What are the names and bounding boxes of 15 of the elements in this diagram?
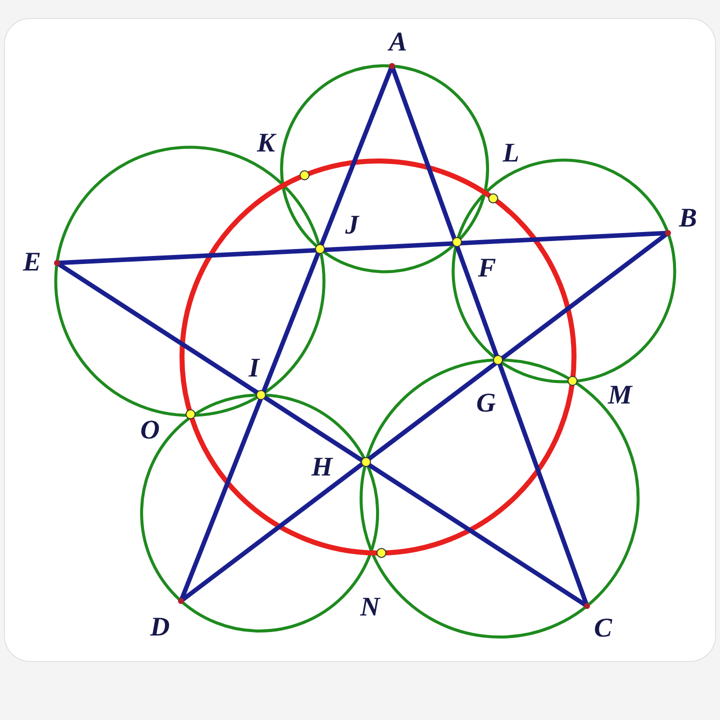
- point-label: F: [478, 254, 496, 282]
- point-label: H: [312, 454, 332, 480]
- point-label: M: [608, 382, 632, 408]
- point-label: I: [248, 354, 260, 382]
- point-label: G: [476, 390, 496, 416]
- point-label: N: [360, 594, 380, 620]
- point-label: B: [679, 204, 697, 232]
- point-label: K: [257, 130, 275, 156]
- point-label: L: [502, 140, 520, 166]
- point-label: J: [345, 212, 359, 238]
- point-label: A: [389, 28, 407, 56]
- point-label: E: [23, 248, 41, 276]
- point-label: D: [150, 614, 170, 640]
- point-label: C: [594, 614, 612, 642]
- point-label: O: [140, 416, 160, 444]
